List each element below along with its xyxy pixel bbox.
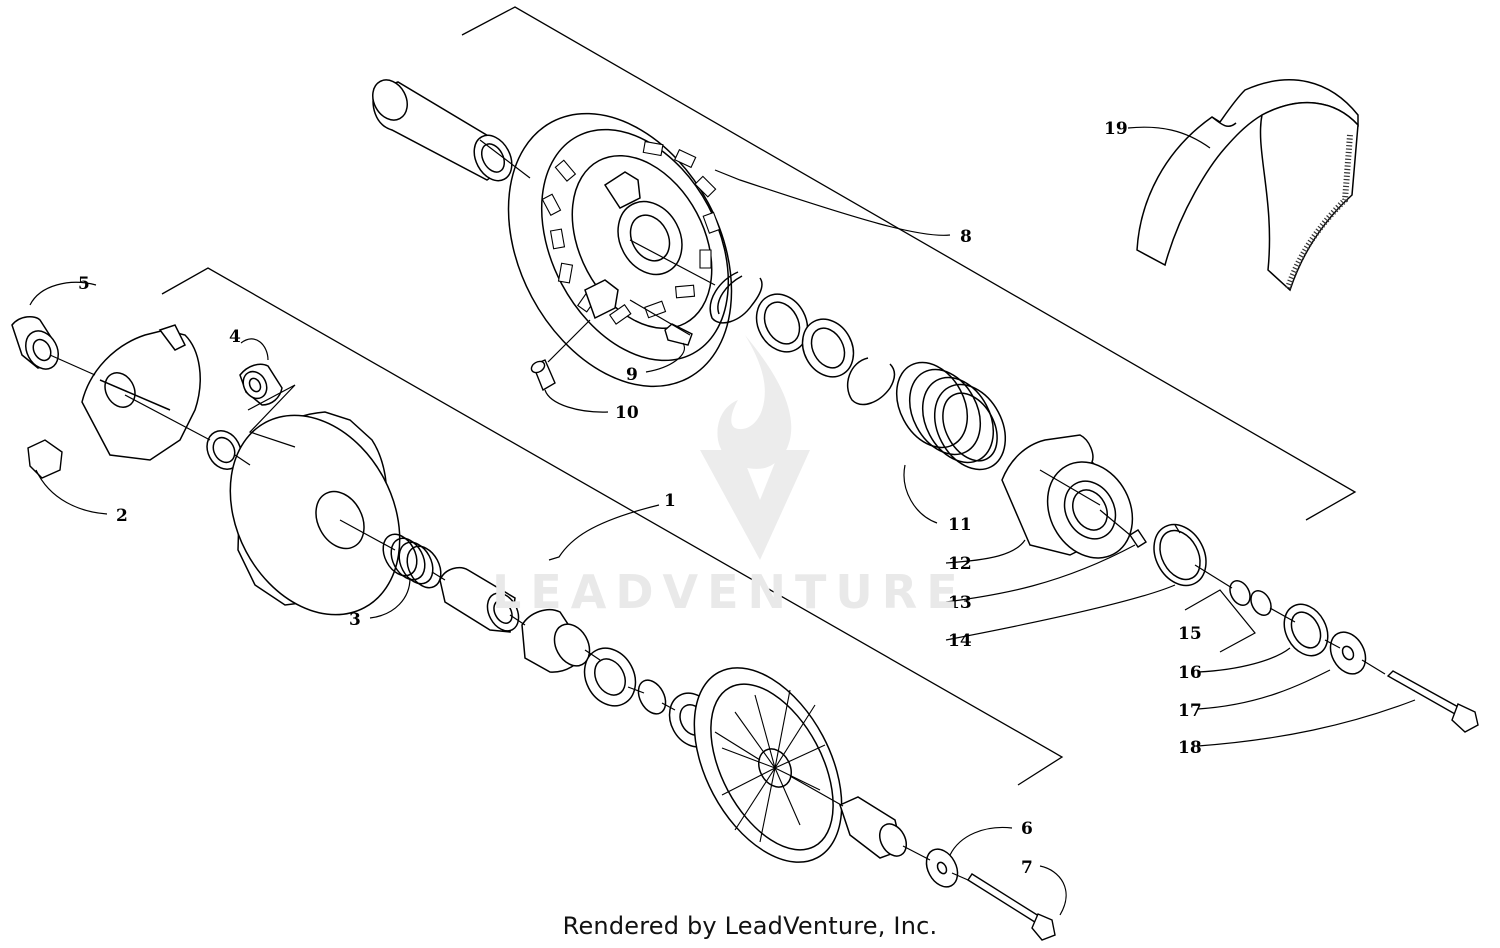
clip-2: [28, 440, 62, 478]
callout-1: 1: [664, 491, 676, 511]
callout-5: 5: [78, 274, 90, 294]
snap-ring-lower: [633, 675, 671, 718]
callout-16: 16: [1178, 663, 1202, 683]
bearing-lower: [575, 639, 646, 715]
shaft-end: [840, 797, 912, 861]
callout-17: 17: [1178, 701, 1202, 721]
movable-sheave-1: [197, 386, 433, 645]
callout-15: 15: [1178, 624, 1202, 644]
spring-cover-12: [1002, 435, 1149, 573]
bushing-small: [200, 425, 247, 475]
footer-credit: Rendered by LeadVenture, Inc.: [562, 912, 938, 940]
callout-2: 2: [116, 506, 128, 526]
callout-19: 19: [1104, 119, 1128, 139]
watermark-logo: [700, 335, 810, 560]
retaining-ring-14: [1144, 515, 1216, 594]
bushing-upper-a: [747, 285, 818, 361]
callout-4: 4: [229, 327, 241, 347]
callout-14: 14: [948, 631, 972, 651]
callout-9: 9: [626, 365, 638, 385]
callout-6: 6: [1021, 819, 1033, 839]
spring-3: [376, 529, 447, 594]
leader-lines: [29, 126, 1416, 916]
callout-18: 18: [1178, 738, 1202, 758]
cap-screw-10: [529, 359, 555, 390]
washer-6: [920, 844, 964, 892]
bolt-7: [968, 874, 1055, 940]
bushing-5: [12, 317, 65, 375]
callout-12: 12: [948, 554, 972, 574]
watermark-text: LEADVENTURE: [492, 565, 967, 619]
cam-assembly: [82, 325, 200, 460]
roller-9: [665, 324, 692, 345]
spring-11: [883, 350, 1020, 482]
assembly-bracket-1: [161, 267, 1064, 786]
bushing-lower-a: [522, 610, 596, 672]
drive-belt-19: [1137, 80, 1358, 290]
callout-labels: 1 2 3 4 5 6 7 8 9 10 11 12 13 14 15 16 1…: [78, 119, 1202, 878]
upper-shaft-tube: [366, 74, 519, 187]
callout-7: 7: [1021, 858, 1033, 878]
callout-11: 11: [948, 515, 972, 535]
callout-8: 8: [960, 227, 972, 247]
bushing-upper-b: [793, 310, 864, 386]
bushing-16: [1276, 597, 1337, 663]
washer-17: [1324, 626, 1373, 680]
callout-13: 13: [948, 593, 972, 613]
callout-3: 3: [349, 610, 361, 630]
lower-shaft-tube: [440, 568, 525, 637]
bolt-18: [1388, 671, 1478, 732]
bushing-4: [239, 364, 282, 405]
o-rings-15: [1226, 577, 1275, 618]
snap-ring-upper-2: [848, 358, 895, 404]
callout-10: 10: [615, 403, 639, 423]
snap-ring-upper: [710, 272, 762, 323]
assembly-bracket-8: [461, 6, 1357, 521]
pin-13: [1130, 530, 1146, 547]
driven-clutch-sheave-8: [464, 75, 777, 425]
fixed-sheave: [664, 643, 872, 887]
